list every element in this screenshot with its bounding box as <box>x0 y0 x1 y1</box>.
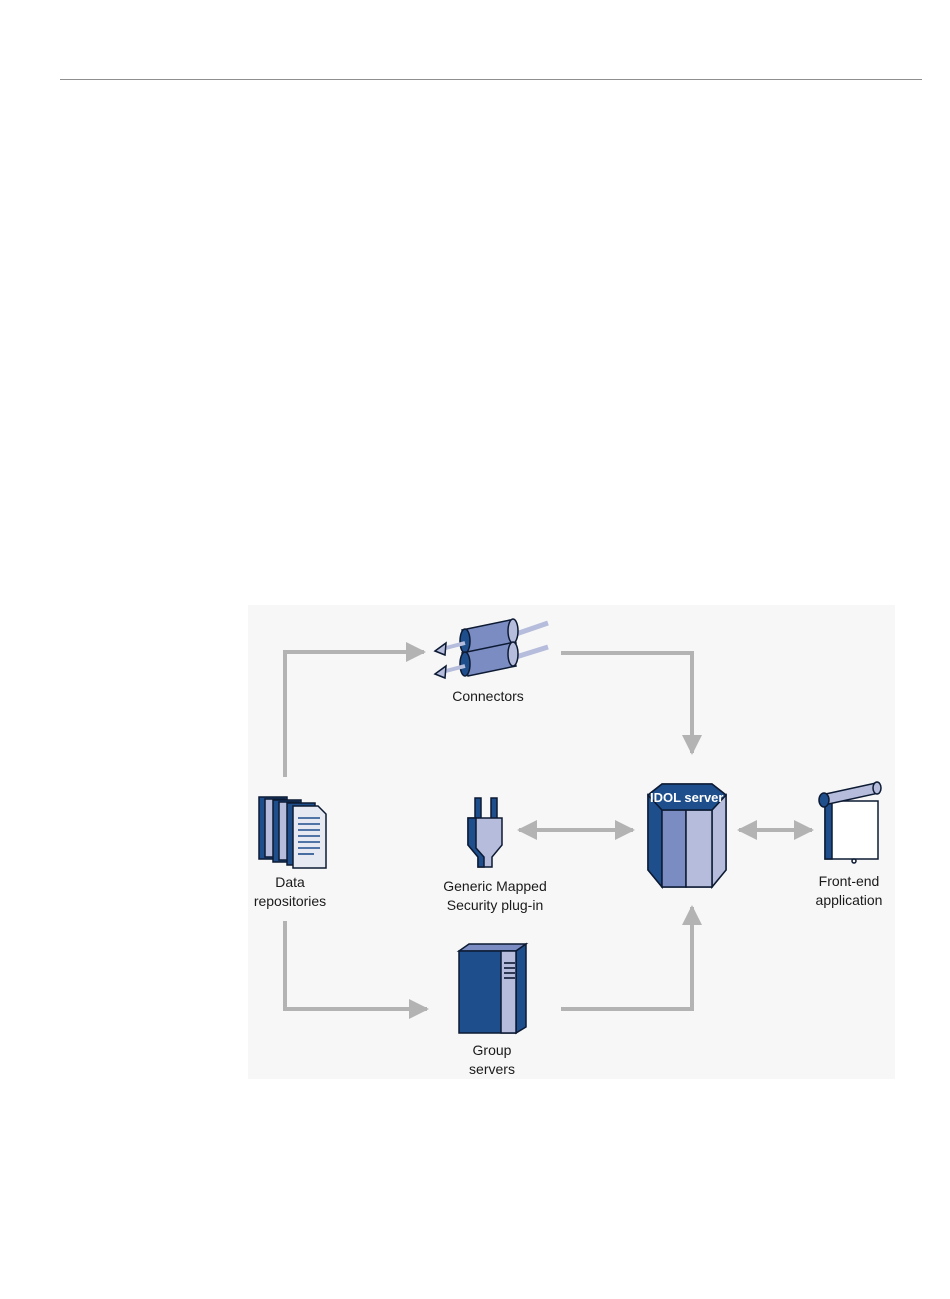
server-icon <box>459 944 526 1033</box>
security-plugin-label-line2: Security plug-in <box>430 896 560 915</box>
arrow-connectors-to-idol <box>561 653 692 753</box>
documents-icon <box>259 797 326 868</box>
security-plugin-label: Generic Mapped Security plug-in <box>430 877 560 915</box>
arrow-repos-to-group <box>285 921 427 1009</box>
header-rule <box>60 79 922 80</box>
architecture-diagram: Connectors Data repositories Generic Map… <box>248 605 895 1079</box>
diagram-canvas <box>248 605 895 1079</box>
plug-icon <box>468 798 502 867</box>
connectors-label: Connectors <box>448 687 528 706</box>
arrow-group-to-idol <box>561 907 692 1009</box>
data-repositories-label-line1: Data <box>242 873 338 892</box>
frontend-application-label-line2: application <box>804 891 894 910</box>
frontend-application-icon <box>819 782 881 863</box>
arrow-repos-to-connectors <box>285 652 424 777</box>
frontend-application-label-line1: Front-end <box>804 872 894 891</box>
security-plugin-label-line1: Generic Mapped <box>430 877 560 896</box>
data-repositories-label-line2: repositories <box>242 892 338 911</box>
data-repositories-label: Data repositories <box>242 873 338 911</box>
group-servers-label-line1: Group <box>452 1041 532 1060</box>
group-servers-label: Group servers <box>452 1041 532 1079</box>
arrows <box>285 652 812 1009</box>
group-servers-label-line2: servers <box>452 1060 532 1079</box>
idol-server-label: IDOL server <box>650 790 723 805</box>
frontend-application-label: Front-end application <box>804 872 894 910</box>
connectors-icon <box>435 619 548 678</box>
